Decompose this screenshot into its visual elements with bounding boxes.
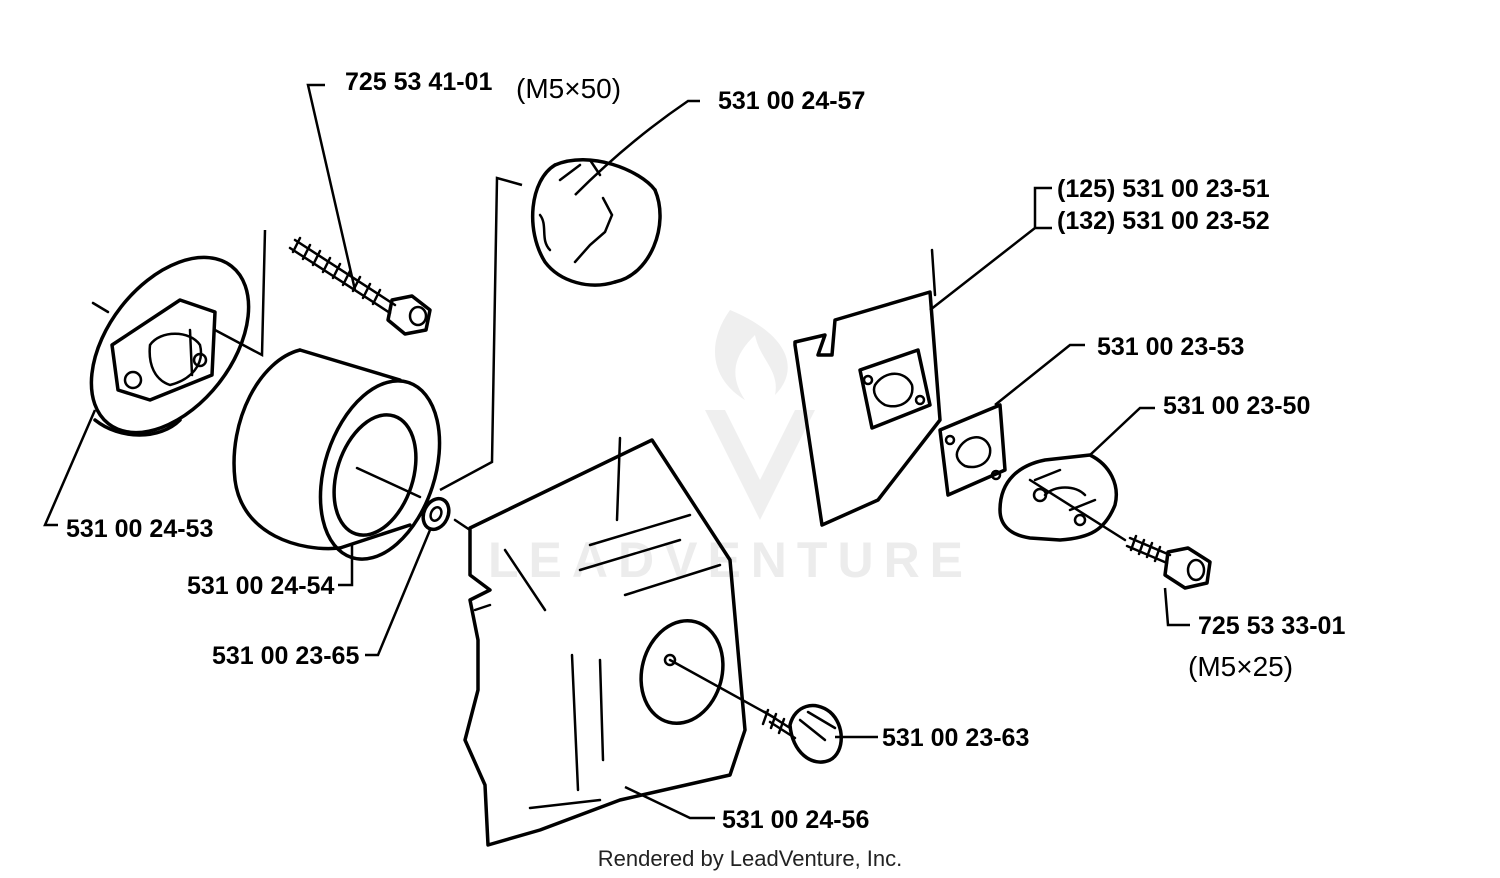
plate-part <box>793 248 942 527</box>
label-part-53a: 531 00 23-53 <box>1097 333 1244 361</box>
label-screw-top-size: (M5×50) <box>516 73 621 104</box>
label-screw-top: 725 53 41-01 <box>345 68 492 96</box>
label-part-52: (132) 531 00 23-52 <box>1057 207 1270 235</box>
footer-credit: Rendered by LeadVenture, Inc. <box>598 846 903 871</box>
watermark-text: LEADVENTURE <box>488 532 973 588</box>
gasket-part <box>938 403 1007 497</box>
label-part-54: 531 00 24-54 <box>187 572 334 600</box>
washer-part <box>421 496 472 532</box>
label-screw-bottom: 725 53 33-01 <box>1198 612 1345 640</box>
label-screw-bottom-size: (M5×25) <box>1188 651 1293 682</box>
leader-lines <box>43 83 1190 820</box>
filter-cap-part <box>531 158 662 287</box>
watermark-logo <box>705 310 815 520</box>
label-part-51: (125) 531 00 23-51 <box>1057 175 1270 203</box>
filter-housing-part <box>463 436 777 847</box>
knob-part <box>761 703 843 764</box>
screw-m5x25-part <box>1125 534 1212 590</box>
screw-m5x50-part <box>288 236 432 336</box>
label-part-57: 531 00 24-57 <box>718 87 865 115</box>
label-part-56: 531 00 24-56 <box>722 806 869 834</box>
label-part-50: 531 00 23-50 <box>1163 392 1310 420</box>
label-part-53b: 531 00 24-53 <box>66 515 213 543</box>
adaptor-part <box>998 453 1127 542</box>
filter-cover-part <box>89 255 251 437</box>
part-labels: 725 53 41-01 (M5×50) 531 00 24-57 (125) … <box>66 68 1345 834</box>
label-part-65: 531 00 23-65 <box>212 642 359 670</box>
label-part-63: 531 00 23-63 <box>882 724 1029 752</box>
